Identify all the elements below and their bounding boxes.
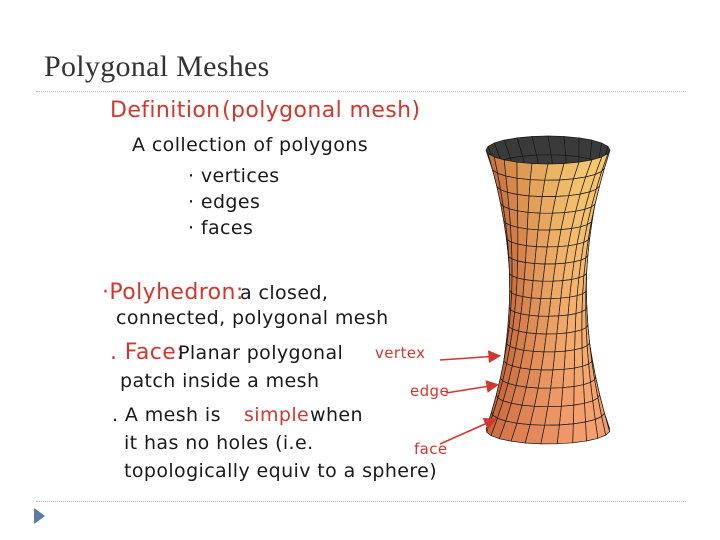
mesh-face	[536, 229, 551, 248]
mesh-face	[572, 402, 586, 425]
mesh-face	[507, 191, 518, 212]
mesh-face	[511, 241, 519, 262]
mesh-face	[505, 175, 518, 195]
mesh-face	[563, 136, 580, 158]
mesh-face	[508, 256, 513, 277]
mesh-face	[581, 345, 589, 367]
face-label: . Face:	[110, 340, 184, 365]
mesh-face	[516, 177, 531, 197]
mesh-face	[556, 423, 574, 445]
mesh-face	[511, 258, 519, 279]
mesh-face	[563, 349, 575, 370]
slide-title: Polygonal Meshes	[44, 50, 270, 83]
definition-parenthetical: (polygonal mesh)	[222, 98, 421, 123]
bullet-vertices: · vertices	[188, 165, 280, 187]
nav-triangle-icon	[34, 508, 45, 524]
mesh-face	[581, 309, 587, 331]
mesh-face	[508, 208, 519, 228]
mesh-face	[510, 224, 519, 245]
mesh-face	[544, 246, 559, 265]
bullet-faces: · faces	[188, 217, 254, 239]
mesh-face	[543, 333, 558, 353]
title-divider	[36, 91, 686, 92]
mesh-face	[539, 196, 557, 214]
face-label-figure: face	[414, 440, 448, 458]
definition-label: Definition	[110, 98, 221, 123]
polyhedron-text-line2: connected, polygonal mesh	[116, 307, 389, 329]
mesh-text-line2: it has no holes (i.e.	[124, 432, 314, 454]
mesh-face	[516, 161, 533, 180]
mesh-face	[578, 137, 593, 160]
mesh-face	[574, 329, 583, 351]
mesh-face	[540, 424, 560, 445]
mesh-face	[581, 327, 588, 349]
mesh-face	[560, 386, 575, 407]
mesh-face	[559, 404, 575, 426]
mesh-face	[572, 421, 587, 444]
mesh-face	[516, 194, 530, 213]
mesh-face	[517, 210, 529, 230]
definition-text: A collection of polygons	[132, 134, 369, 156]
mesh-face	[573, 365, 584, 387]
mesh-face	[503, 159, 518, 179]
mesh-face	[542, 263, 556, 282]
annotation-arrows	[439, 350, 502, 445]
mesh-face	[540, 351, 556, 371]
face-text-line2: patch inside a mesh	[120, 370, 320, 392]
mesh-when: when	[310, 404, 363, 426]
edge-arrow	[445, 380, 500, 394]
polyhedron-label: ·Polyhedron:	[102, 280, 244, 305]
mesh-face	[537, 212, 553, 231]
mesh-face	[538, 298, 552, 317]
polyhedron-text-line1: a closed,	[240, 282, 329, 304]
mesh-surface	[485, 135, 611, 445]
mesh-face	[544, 405, 562, 426]
mesh-face	[546, 315, 560, 335]
mesh-face	[573, 384, 585, 406]
mesh-face	[573, 347, 583, 369]
mesh-face	[585, 419, 599, 442]
edge-label: edge	[410, 382, 450, 400]
face-arrow	[439, 418, 497, 445]
mesh-face	[547, 135, 567, 156]
mesh-face	[517, 243, 527, 263]
mesh-prefix: . A mesh is	[112, 404, 221, 426]
mesh-face	[562, 367, 575, 389]
footer-divider	[36, 501, 686, 502]
mesh-face	[517, 226, 528, 247]
vertex-label: vertex	[375, 344, 426, 362]
mesh-face	[540, 280, 554, 300]
mesh-simple-word: simple	[244, 404, 310, 426]
face-text-line1: Planar polygonal	[178, 342, 344, 364]
vertex-arrow	[439, 350, 502, 364]
mesh-text-line3: topologically equiv to a sphere)	[124, 460, 438, 482]
bullet-edges: · edges	[188, 191, 261, 213]
